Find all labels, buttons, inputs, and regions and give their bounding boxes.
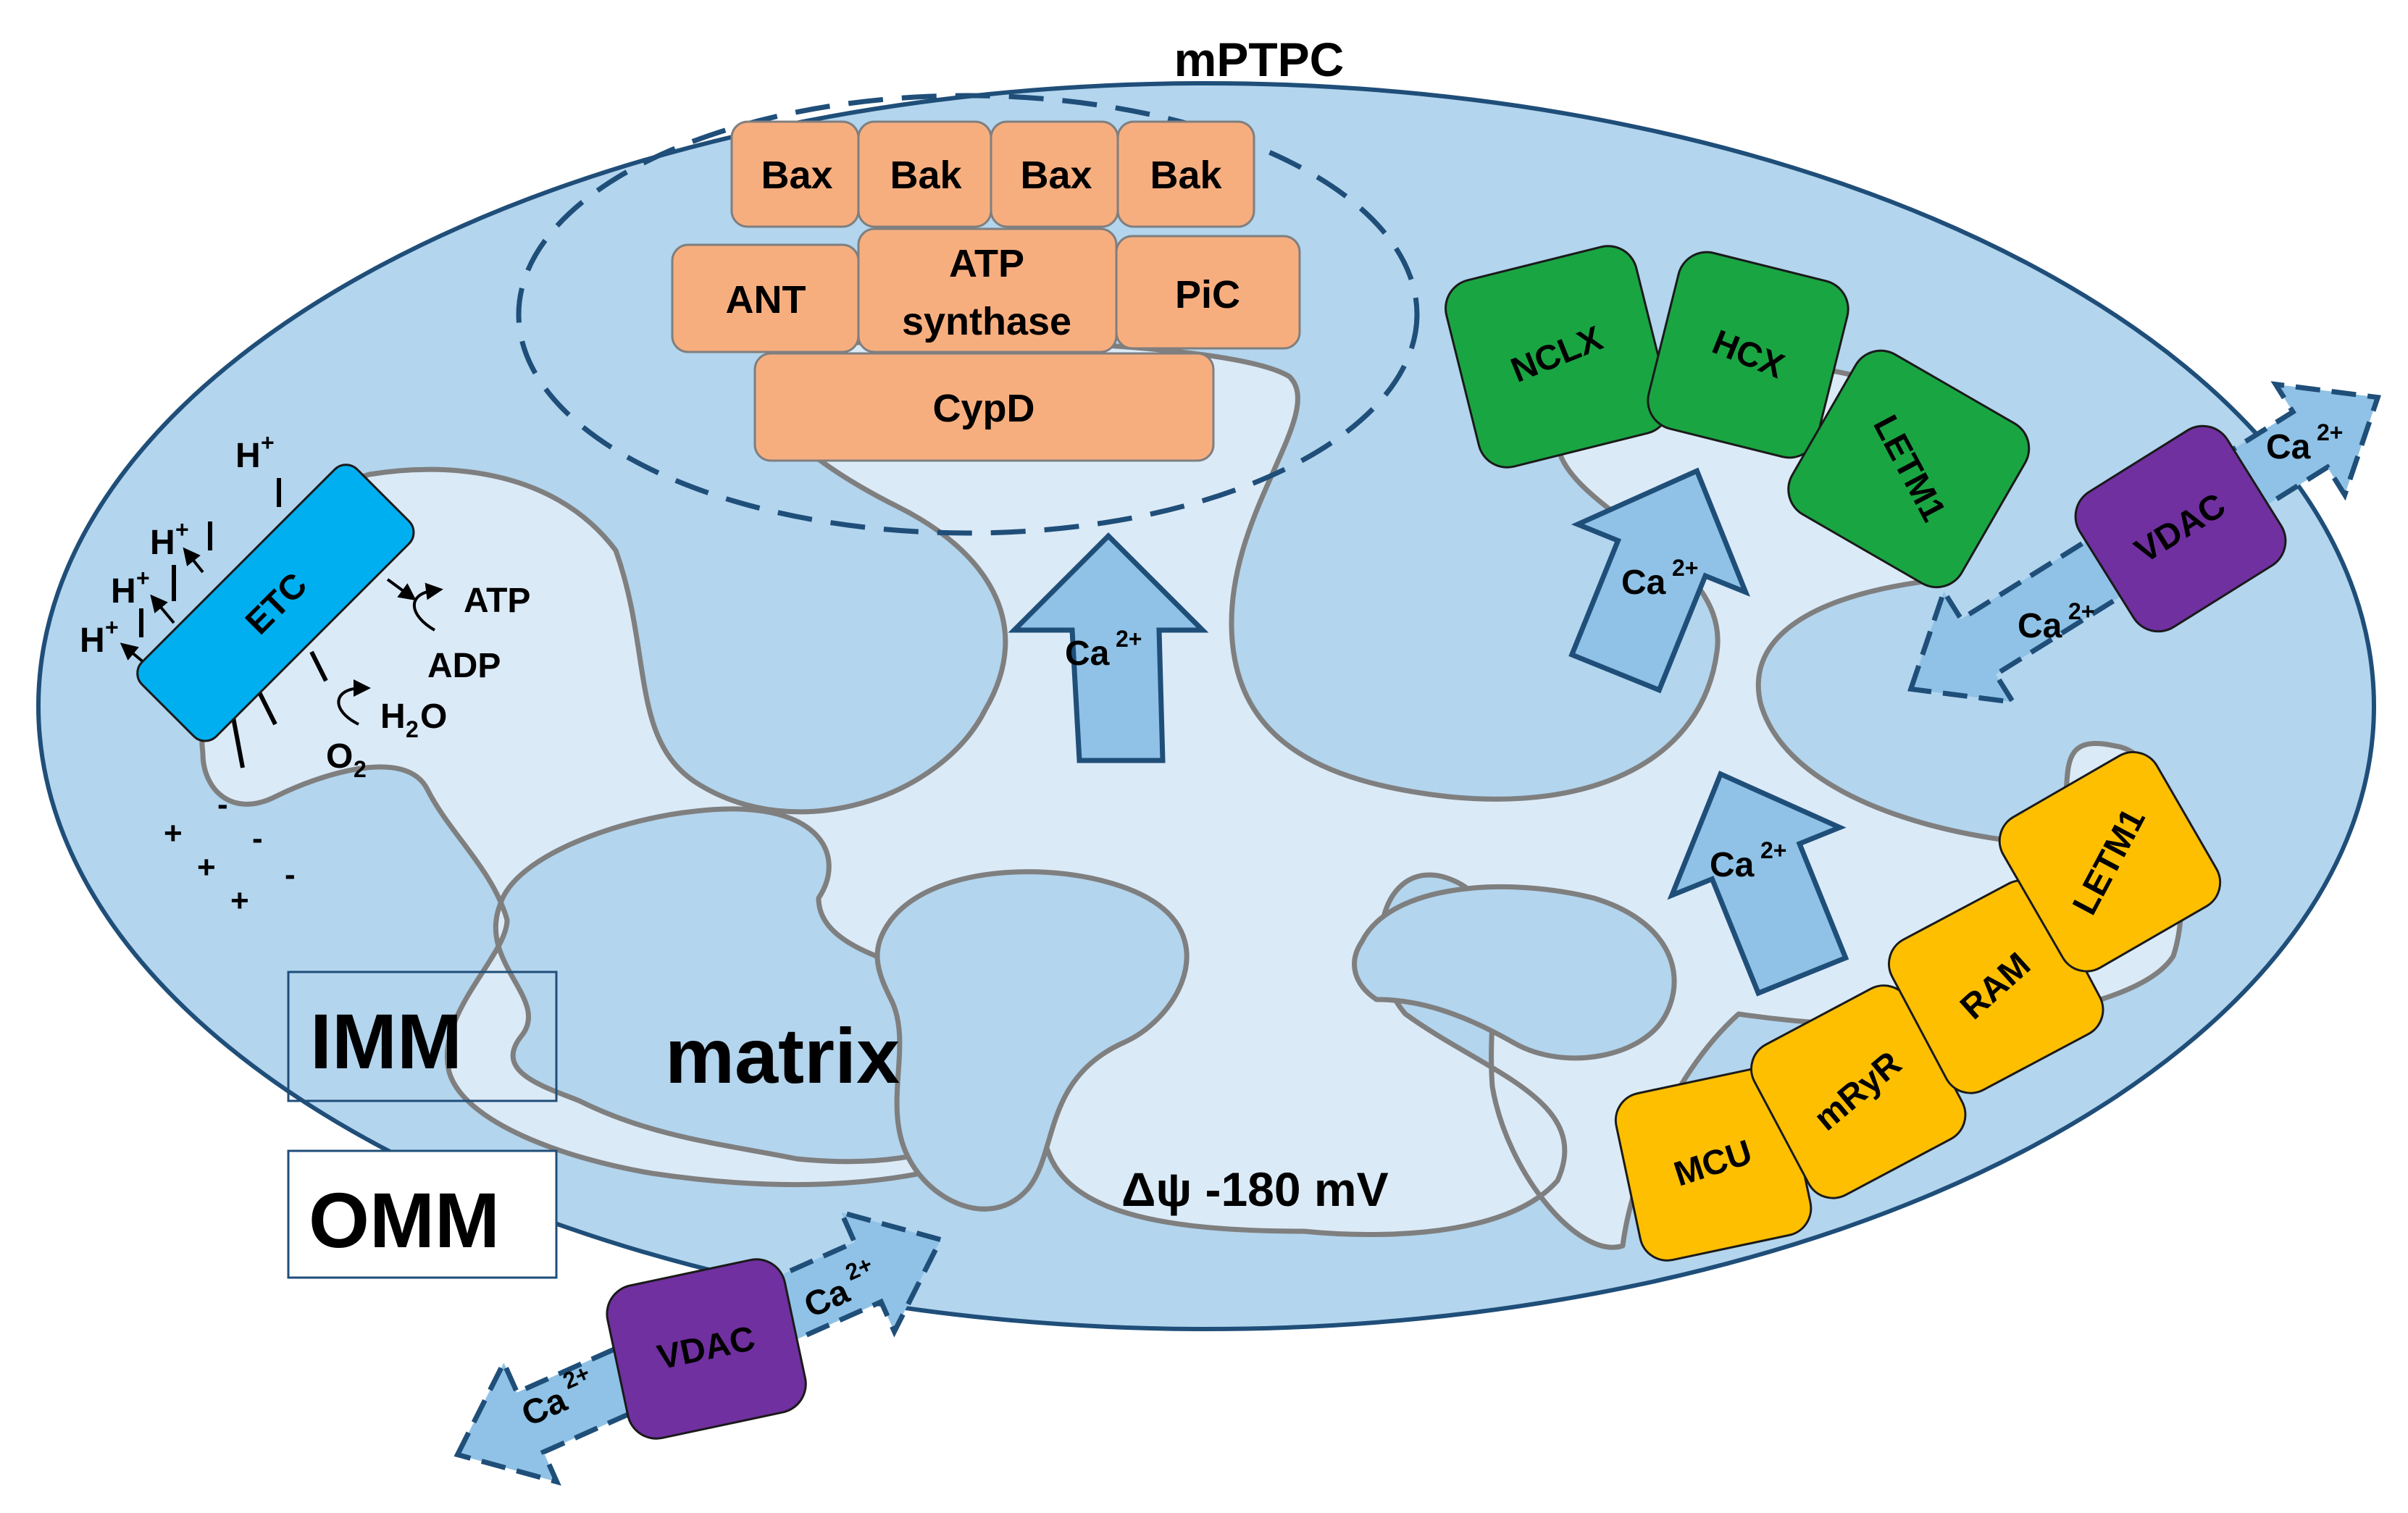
oxygen-label: O 2	[326, 737, 367, 782]
crista-lower-right	[1352, 884, 1677, 1061]
bax-label-1: Bax	[761, 154, 832, 197]
bak-box-2	[1116, 120, 1255, 228]
svg-text:2+: 2+	[1672, 555, 1698, 581]
svg-text:+: +	[197, 850, 216, 885]
vdac-bottom-box	[606, 1258, 807, 1440]
etc-box	[136, 464, 415, 742]
svg-text:2+: 2+	[1116, 626, 1142, 652]
svg-text:-: -	[252, 821, 263, 856]
svg-text:O: O	[420, 697, 447, 736]
ca-arrow-exchangers	[1568, 467, 1750, 694]
svg-text:2+: 2+	[2317, 419, 2343, 445]
ca-label-vdac-right-inner: Ca 2+	[2018, 598, 2094, 645]
svg-text:2: 2	[354, 756, 367, 782]
synthase-label: synthase	[902, 300, 1071, 343]
vdac-right-box	[2074, 424, 2287, 633]
svg-text:Ca: Ca	[2018, 607, 2062, 645]
svg-text:Ca: Ca	[2266, 428, 2311, 466]
crista-center	[874, 869, 1190, 1212]
svg-text:H: H	[111, 572, 136, 611]
bak-label-1: Bak	[890, 154, 962, 197]
svg-text:O: O	[326, 737, 353, 776]
svg-text:Ca: Ca	[1621, 563, 1666, 602]
svg-text:Ca: Ca	[1710, 846, 1755, 884]
cypd-label: CypD	[932, 387, 1034, 430]
svg-text:-: -	[285, 857, 296, 892]
svg-text:2+: 2+	[1760, 837, 1786, 863]
adp-label: ADP	[427, 647, 501, 685]
svg-text:H: H	[380, 697, 406, 736]
ca-label-vdac-right-outer: Ca 2+	[2266, 419, 2343, 466]
matrix-label: matrix	[665, 1012, 900, 1099]
svg-text:2+: 2+	[2068, 598, 2094, 624]
mptpc-title: mPTPC	[1174, 33, 1345, 86]
svg-text:+: +	[136, 565, 150, 591]
svg-text:-: -	[217, 787, 228, 822]
omm-label: OMM	[309, 1176, 500, 1264]
hcx-box	[1647, 251, 1849, 459]
svg-text:+: +	[175, 516, 189, 542]
ca-uptake-arrow-mptpc	[1008, 532, 1209, 763]
svg-text:H: H	[80, 621, 105, 660]
svg-text:2: 2	[406, 716, 419, 742]
svg-text:H: H	[235, 437, 261, 475]
svg-text:+: +	[105, 614, 119, 640]
imm-label: IMM	[310, 997, 462, 1085]
svg-text:H: H	[150, 524, 175, 562]
mptpc-dashed-boundary	[516, 93, 1420, 536]
proton-labels: H+ H+ H+ H+	[80, 429, 275, 660]
pic-box	[1115, 235, 1301, 350]
ant-label: ANT	[726, 278, 806, 322]
bax-label-2: Bax	[1020, 154, 1092, 197]
ca-label-exchangers: Ca 2+	[1621, 555, 1698, 602]
letm1-uptake-box	[1998, 750, 2222, 973]
svg-text:+: +	[230, 883, 249, 918]
bak-label-2: Bak	[1150, 154, 1222, 197]
etc-complex: ETC	[120, 464, 443, 768]
membrane-potential-label: Δψ -180 mV	[1121, 1162, 1389, 1216]
charge-signs: - - - + + +	[164, 787, 296, 918]
imm-label-box	[287, 971, 558, 1102]
pic-label: PiC	[1175, 273, 1240, 317]
svg-text:Ca: Ca	[1065, 634, 1110, 673]
svg-text:+: +	[261, 429, 275, 456]
ca-label-mptpc: Ca 2+	[1065, 626, 1142, 673]
water-label: H 2 O	[380, 697, 447, 742]
omm-label-box	[287, 1149, 558, 1279]
cypd-box	[753, 352, 1215, 462]
ca-arrow-uptake	[1667, 771, 1849, 997]
ca-label-uptake: Ca 2+	[1710, 837, 1786, 884]
atp-product-label: ATP	[464, 582, 530, 620]
svg-text:+: +	[164, 816, 183, 851]
letm1-exchanger-box	[1787, 349, 2031, 589]
nclx-box	[1445, 245, 1671, 469]
mptpc-complex	[671, 120, 1301, 462]
atp-label: ATP	[949, 242, 1024, 285]
